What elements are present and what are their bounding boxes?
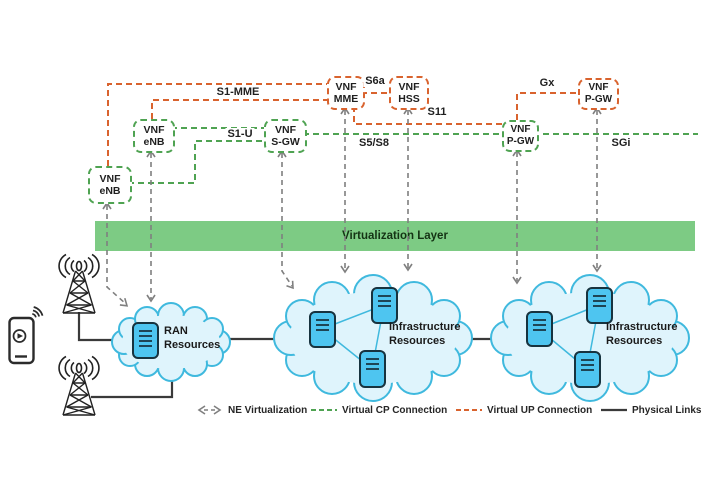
label-line: Resources <box>606 334 663 347</box>
infrastructure-resources-label-2: Infrastructure Resources <box>606 321 678 348</box>
vnf-label: MME <box>333 93 359 105</box>
label-line: RAN <box>164 325 188 337</box>
physical-line-icon <box>601 408 627 412</box>
ne-virtualization-icon <box>197 405 222 415</box>
ran-server-icon <box>132 322 159 359</box>
vnf-label: eNB <box>143 136 165 148</box>
vnf-label: VNF <box>99 172 121 185</box>
infrastructure-cloud-1 <box>273 274 473 402</box>
vnf-label: S-GW <box>271 136 300 148</box>
interface-label-s11: S11 <box>425 106 449 118</box>
vnf-label: VNF <box>510 123 531 135</box>
interface-label-s1u: S1-U <box>225 128 255 140</box>
interface-label-s5s8: S5/S8 <box>357 137 391 149</box>
physical-links <box>77 312 492 399</box>
cell-tower-icon <box>58 355 100 416</box>
vnf-label: VNF <box>398 80 420 93</box>
label-line: Infrastructure <box>389 321 461 333</box>
virtual-cp-line-icon <box>311 409 337 411</box>
vnf-enb-box-1: VNF eNB <box>88 166 132 204</box>
legend-virtual-up: Virtual UP Connection <box>456 403 592 417</box>
label-line: Resources <box>164 338 221 351</box>
virtualization-layer-bar: Virtualization Layer <box>95 221 695 251</box>
virtual-cp-connections <box>128 127 698 184</box>
vnf-label: P-GW <box>584 94 613 105</box>
smartphone-icon <box>8 306 44 365</box>
infrastructure-server-icon <box>574 351 601 388</box>
vnf-pgw-box-up: VNF P-GW <box>578 78 619 110</box>
vnf-label: VNF <box>335 80 357 93</box>
vnf-pgw-box-cp: VNF P-GW <box>502 120 539 152</box>
label-line: Resources <box>389 334 446 347</box>
virtualization-layer-label: Virtualization Layer <box>342 230 448 242</box>
vnf-label: VNF <box>275 123 296 136</box>
infrastructure-server-icon <box>526 311 553 347</box>
infrastructure-server-icon <box>586 287 613 324</box>
interface-label-s1mme: S1-MME <box>214 86 262 98</box>
infrastructure-server-icon <box>359 350 386 388</box>
legend-label: NE Virtualization <box>228 404 308 416</box>
vnf-enb-box-2: VNF eNB <box>133 119 175 153</box>
vnf-label: VNF <box>588 81 609 93</box>
vnf-label: HSS <box>398 93 420 105</box>
virtual-up-connections <box>107 83 578 166</box>
legend-physical-links: Physical Links <box>601 403 701 417</box>
virtual-up-line-icon <box>456 409 482 411</box>
vnf-label: eNB <box>99 185 121 197</box>
infrastructure-cloud-2 <box>490 274 690 402</box>
infrastructure-server-icon <box>309 311 336 348</box>
vnf-label: P-GW <box>506 136 535 147</box>
vnf-label: VNF <box>143 123 165 136</box>
vnf-sgw-box: VNF S-GW <box>264 119 307 153</box>
interface-label-gx: Gx <box>537 77 557 89</box>
infrastructure-server-icon <box>371 287 398 324</box>
interface-label-s6a: S6a <box>363 75 387 87</box>
interface-label-sgi: SGi <box>609 137 633 149</box>
ran-resources-label: RAN Resources <box>164 325 220 352</box>
vnf-hss-box: VNF HSS <box>389 76 429 110</box>
legend-virtual-cp: Virtual CP Connection <box>311 403 447 417</box>
vnf-mme-box: VNF MME <box>327 76 365 110</box>
legend-label: Physical Links <box>632 404 701 416</box>
legend-label: Virtual CP Connection <box>342 404 448 416</box>
legend-ne-virtualization: NE Virtualization <box>196 403 307 417</box>
infrastructure-resources-label-1: Infrastructure Resources <box>389 321 461 348</box>
ran-cloud <box>111 302 231 382</box>
label-line: Infrastructure <box>606 321 678 333</box>
cell-tower-icon <box>58 253 100 314</box>
legend-label: Virtual UP Connection <box>487 404 593 416</box>
